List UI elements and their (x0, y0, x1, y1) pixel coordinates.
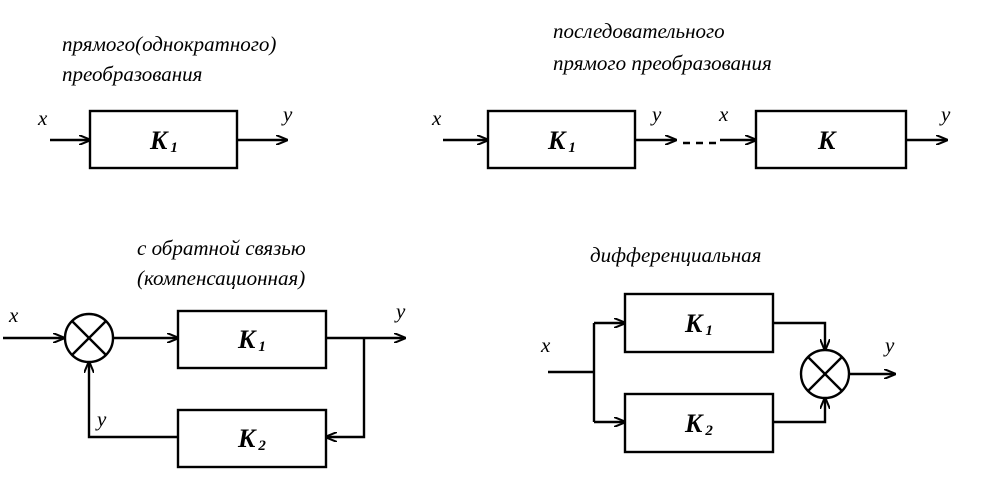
panel-sequential: последовательного прямого преобразования… (431, 19, 951, 170)
block-k2-feedback (176, 408, 328, 469)
label-y-seq: y (939, 102, 951, 126)
feedback-path-to-k2 (326, 338, 366, 437)
label-x-seq: x (431, 106, 442, 130)
arrow-k1-to-junction (773, 321, 825, 350)
feedback-path-to-junction (89, 362, 178, 439)
panel-direct: прямого(однократного) преобразования x K… (37, 32, 293, 170)
block-k-seq-label: K (817, 126, 837, 155)
arrow-k2-to-junction (773, 398, 825, 424)
summing-junction-feedback (63, 312, 115, 364)
caption-feedback-line2: (компенсационная) (137, 266, 305, 290)
caption-seq-line2: прямого преобразования (553, 51, 772, 75)
caption-differential: дифференциальная (590, 243, 761, 267)
label-x-mid-seq: x (718, 102, 729, 126)
caption-seq-line1: последовательного (553, 19, 725, 43)
label-y-differential: y (883, 333, 895, 357)
label-x-differential: x (540, 333, 551, 357)
label-y-direct: y (281, 102, 293, 126)
label-y-mid-seq: y (650, 102, 662, 126)
block-k-seq (754, 109, 908, 170)
caption-direct-line2: преобразования (62, 62, 202, 86)
label-x-direct: x (37, 106, 48, 130)
block-k1-differential (623, 292, 775, 354)
label-y-feedback: y (394, 299, 406, 323)
block-k2-differential (623, 392, 775, 454)
summing-junction-differential (799, 348, 851, 400)
block-k1-feedback (176, 309, 328, 370)
caption-feedback-line1: с обратной связью (137, 236, 306, 260)
label-x-feedback: x (8, 303, 19, 327)
label-y-feedback-return: y (95, 407, 107, 431)
caption-direct-line1: прямого(однократного) (62, 32, 276, 56)
